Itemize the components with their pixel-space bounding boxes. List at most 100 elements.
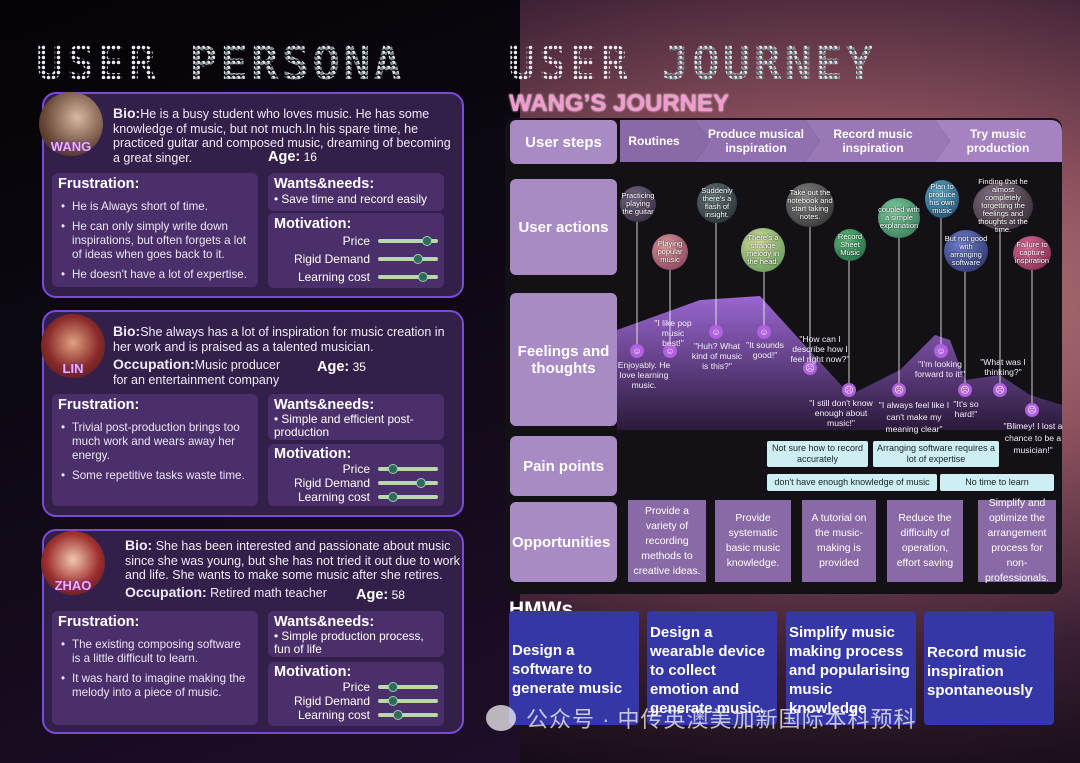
step-record: Record music inspiration [833,127,913,155]
hmw-card: Simplify music making process and popula… [786,611,916,725]
slider-knob[interactable] [418,272,428,282]
motivation-row: Learning cost [274,490,438,504]
happy-face-icon: ☺ [934,344,948,358]
happy-face-icon: ☺ [630,344,644,358]
wants-label: Wants&needs: [274,397,375,413]
learning-cost-slider[interactable] [378,710,438,720]
slider-knob[interactable] [415,478,426,488]
slider-knob[interactable] [388,696,398,706]
action-bubble: There's a strange melody in the head. [741,228,785,272]
persona-name: LIN [62,361,84,376]
motivation-row: Rigid Demand [274,476,438,490]
frustration-item: Trivial post-production brings too much … [58,421,252,463]
action-bubble: Suddenly there's a flash of insight. [697,183,737,223]
wants-text: • Simple and efficient post-production [274,412,414,439]
action-bubble: Finding that he almost completely forget… [973,178,1033,234]
opportunity-card: A tutorial on the music-making is provid… [802,500,876,582]
slider-knob[interactable] [422,236,432,246]
persona-name: ZHAO [54,578,92,593]
frustration-label: Frustration: [58,397,140,413]
step-arrow [935,120,1062,162]
price-slider[interactable] [378,236,438,246]
row-header-feelings: Feelings and thoughts [510,293,617,426]
wants-label: Wants&needs: [274,176,375,192]
price-slider[interactable] [378,464,438,474]
pain-point: don't have enough knowledge of music [767,474,937,491]
motivation-row: Rigid Demand [274,694,438,708]
wang-journey-title: WANG’S JOURNEY [509,90,730,117]
step-produce: Produce musical inspiration [707,127,805,155]
action-bubble: coupled with a simple explanation [878,198,920,238]
wants-box: Wants&needs: • Simple and efficient post… [268,394,444,440]
motivation-row: Learning cost [274,708,438,722]
motivation-label: Motivation: [274,664,352,680]
slider-knob[interactable] [388,492,398,502]
sad-face-icon: ☹ [1025,403,1039,417]
slider-knob[interactable] [413,254,423,264]
persona-occupation: Occupation:Music producer for an enterta… [113,356,281,387]
frustration-item: Some repetitive tasks waste time. [58,469,252,483]
motivation-box: Motivation: Price Rigid Demand Learning … [268,444,444,506]
avatar-wang: WANG [39,92,103,156]
journey-title: USER JOURNEY [508,36,877,90]
sad-face-icon: ☹ [958,383,972,397]
opportunity-card: Simplify and optimize the arrangement pr… [978,498,1056,584]
frustration-item: He doesn't have a lot of expertise. [58,268,252,282]
rigid-demand-slider[interactable] [378,254,438,264]
step-routines: Routines [628,134,680,148]
learning-cost-slider[interactable] [378,492,438,502]
frustration-label: Frustration: [58,614,140,630]
action-bubble: Take out the notebook and start taking n… [786,183,834,227]
persona-bio: Bio:He is a busy student who loves music… [113,105,451,165]
avatar-lin: LIN [41,314,105,378]
action-bubble: Plan to produce his own music [925,180,959,218]
rigid-demand-slider[interactable] [378,478,438,488]
happy-face-icon: ☺ [757,325,771,339]
frustration-item: He can only simply write down inspiratio… [58,220,252,262]
opportunity-card: Reduce the difficulty of operation, effo… [887,500,963,582]
action-bubble: Playing popular music [652,234,688,270]
opportunity-card: Provide a variety of recording methods t… [628,500,706,582]
frustration-item: He is Always short of time. [58,200,252,214]
wants-text: • Simple production process, fun of life [274,629,424,656]
persona-bio: Bio:She always has a lot of inspiration … [113,323,445,354]
pain-point: Not sure how to record accurately [767,441,868,467]
frustration-box: Frustration: The existing composing soft… [52,611,258,725]
action-bubble: Practicing playing the guitar [620,186,656,222]
feeling-text: "I always feel like I can't make my mean… [878,400,950,434]
opportunity-card: Provide systematic basic music knowledge… [715,500,791,582]
happy-face-icon: ☺ [663,344,677,358]
slider-knob[interactable] [388,682,398,692]
slider-knob[interactable] [393,710,403,720]
sad-face-icon: ☹ [842,383,856,397]
motivation-row: Rigid Demand [274,250,438,268]
motivation-label: Motivation: [274,446,352,462]
feeling-text: "How can I describe how I feel right now… [790,334,850,364]
persona-age: Age: 58 [356,587,405,603]
frustration-label: Frustration: [58,176,140,192]
rigid-demand-slider[interactable] [378,696,438,706]
persona-occupation: Occupation: Retired math teacher [125,584,327,600]
motivation-box: Motivation: Price Rigid Demand Learning … [268,662,444,726]
wants-box: Wants&needs: • Save time and record easi… [268,173,444,211]
feeling-text: "I still don't know enough about music!" [809,398,873,428]
persona-name: WANG [50,139,92,154]
action-bubble: Record Sheet Music [834,229,866,261]
step-arrow [620,120,710,162]
wechat-icon [486,705,516,731]
row-header-user-actions: User actions [510,179,617,275]
step-arrow [695,120,820,162]
feeling-text: "It's so hard!" [953,399,979,419]
hmw-card: Record music inspiration spontaneously [924,611,1054,725]
motivation-row: Learning cost [274,268,438,286]
persona-age: Age: 16 [268,149,317,165]
motivation-row: Price [274,232,438,250]
row-header-pain-points: Pain points [510,436,617,496]
row-header-opportunities: Opportunities [510,502,617,582]
persona-age: Age: 35 [317,359,366,375]
slider-knob[interactable] [388,464,398,474]
persona-bio: Bio: She has been interested and passion… [125,537,460,582]
learning-cost-slider[interactable] [378,272,438,282]
feeling-text: "It sounds good!" [746,340,784,360]
price-slider[interactable] [378,682,438,692]
